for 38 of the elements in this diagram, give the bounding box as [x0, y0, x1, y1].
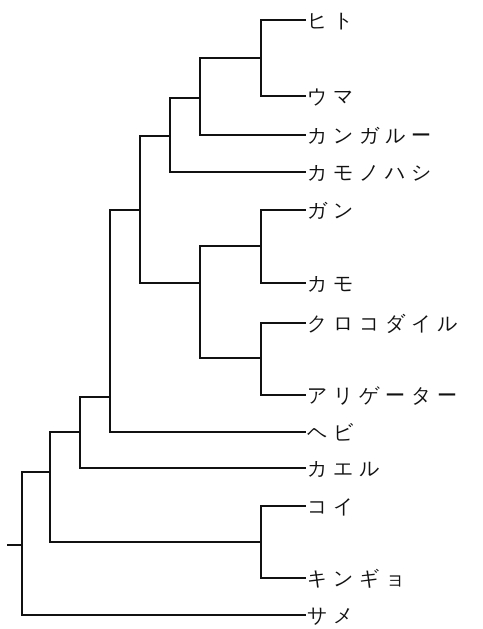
branch-line — [201, 57, 260, 59]
taxon-label: カモ — [307, 271, 359, 295]
taxon-label: ヒト — [307, 8, 359, 32]
branch-line — [51, 541, 260, 543]
taxon-label: サメ — [307, 603, 359, 627]
taxon-label: クロコダイル — [307, 311, 463, 335]
branch-line — [51, 431, 79, 433]
branch-line — [262, 19, 306, 21]
taxon-label: ヘビ — [307, 420, 359, 444]
branch-line — [262, 282, 306, 284]
branch-line — [171, 97, 199, 99]
branch-line — [201, 134, 306, 136]
taxon-label: ガン — [307, 198, 359, 222]
branch-line — [262, 209, 306, 211]
taxon-label: カンガルー — [307, 123, 437, 147]
branch-line — [81, 467, 306, 469]
branch-line — [262, 322, 306, 324]
branch-line — [141, 135, 169, 137]
branch-line — [111, 209, 139, 211]
branch-line — [262, 394, 306, 396]
branch-line — [262, 95, 306, 97]
branch-line — [7, 544, 21, 546]
branch-line — [171, 171, 306, 173]
branch-line — [141, 282, 199, 284]
branch-line — [201, 357, 260, 359]
taxon-label: カエル — [307, 456, 385, 480]
branch-line — [81, 396, 109, 398]
taxon-label: コイ — [307, 494, 359, 518]
branch-line — [111, 431, 306, 433]
branch-line — [23, 471, 49, 473]
taxon-label: ウマ — [307, 84, 359, 108]
taxon-label: キンギョ — [307, 566, 411, 590]
taxon-label: アリゲーター — [307, 383, 463, 407]
branch-line — [262, 505, 306, 507]
branch-line — [201, 245, 260, 247]
branch-line — [262, 577, 306, 579]
taxon-label: カモノハシ — [307, 160, 437, 184]
branch-line — [23, 614, 306, 616]
